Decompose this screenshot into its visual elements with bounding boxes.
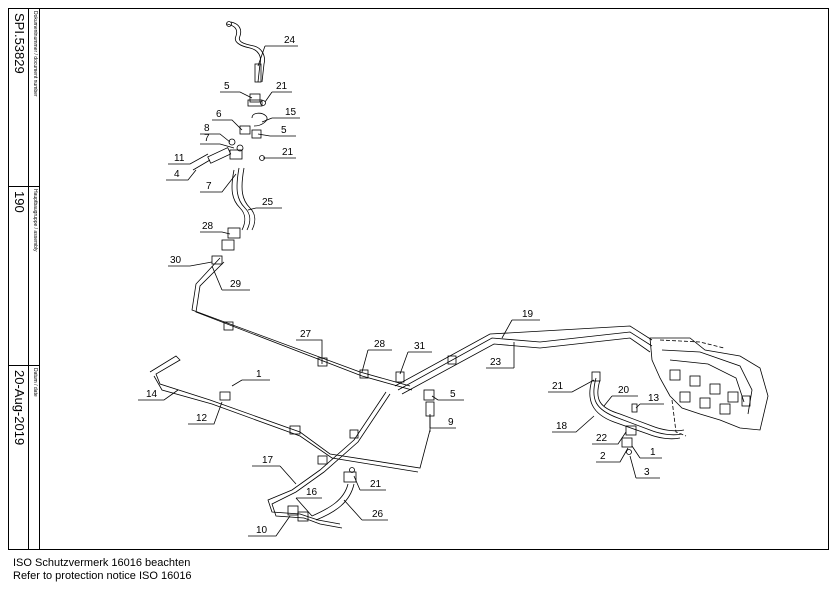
callout-label: 27 xyxy=(300,329,312,340)
callout-label: 11 xyxy=(174,153,185,164)
callout-label: 1 xyxy=(256,369,262,380)
callout-label: 10 xyxy=(256,525,268,536)
callout-label: 3 xyxy=(644,467,650,478)
title-block-separator xyxy=(8,186,40,187)
protection-notice-en: Refer to protection notice ISO 16016 xyxy=(13,570,192,582)
callout-label: 8 xyxy=(204,123,210,134)
callout-label: 12 xyxy=(196,413,208,424)
pipe-main xyxy=(191,255,413,391)
callout-label: 29 xyxy=(230,279,242,290)
date-label: Datum / date xyxy=(32,368,38,397)
callout-label: 28 xyxy=(202,221,214,232)
leaders xyxy=(138,45,664,537)
callout-label: 2 xyxy=(600,451,606,462)
callout-label: 20 xyxy=(618,385,630,396)
pipe-19-23 xyxy=(394,325,653,395)
callout-label: 22 xyxy=(596,433,608,444)
assembly-number: 190 xyxy=(12,191,27,213)
document-number: SPI.53829 xyxy=(12,13,27,74)
callout-label: 5 xyxy=(224,81,230,92)
callout-labels: 24 5 21 15 6 5 8 7 21 11 4 7 25 28 30 29… xyxy=(146,35,660,536)
hose-routing-drawing: 24 5 21 15 6 5 8 7 21 11 4 7 25 28 30 29… xyxy=(138,21,769,537)
title-block-divider xyxy=(28,8,29,550)
drawing-frame xyxy=(8,8,829,550)
callout-label: 26 xyxy=(372,509,384,520)
callout-label: 30 xyxy=(170,255,182,266)
callout-label: 28 xyxy=(374,339,386,350)
hose-18-20 xyxy=(589,371,685,455)
assembly-label: Hauptbaugruppe / assembly xyxy=(32,189,38,252)
protection-notice-de: ISO Schutzvermerk 16016 beachten xyxy=(13,557,191,569)
document-number-label: Dokumentnummer / document number xyxy=(32,11,38,97)
callout-label: 18 xyxy=(556,421,568,432)
pipe-14-12 xyxy=(149,355,431,473)
callout-label: 21 xyxy=(276,81,288,92)
title-block: Dokumentnummer / document number SPI.538… xyxy=(8,8,40,550)
callout-label: 17 xyxy=(262,455,274,466)
callout-label: 24 xyxy=(284,35,296,46)
callout-label: 4 xyxy=(174,169,180,180)
callout-label: 6 xyxy=(216,109,222,120)
pipe-17-16 xyxy=(267,391,391,529)
callout-label: 21 xyxy=(370,479,382,490)
pipe-25 xyxy=(221,167,256,251)
callout-label: 13 xyxy=(648,393,660,404)
assembly-drawing: 24 5 21 15 6 5 8 7 21 11 4 7 25 28 30 29… xyxy=(40,8,829,550)
valve-block xyxy=(649,337,769,437)
callout-label: 23 xyxy=(490,357,502,368)
callout-label: 9 xyxy=(448,417,454,428)
callout-label: 15 xyxy=(285,107,297,118)
callout-label: 16 xyxy=(306,487,318,498)
date-value: 20-Aug-2019 xyxy=(12,370,27,446)
hose-26 xyxy=(311,467,357,521)
fitting-cluster-upper xyxy=(192,93,268,171)
callout-label: 14 xyxy=(146,389,158,400)
title-block-separator xyxy=(8,365,40,366)
callout-label: 19 xyxy=(522,309,534,320)
hose-24 xyxy=(226,21,265,83)
callout-label: 5 xyxy=(281,125,287,136)
callout-label: 1 xyxy=(650,447,656,458)
callout-label: 31 xyxy=(414,341,426,352)
callout-label: 7 xyxy=(204,133,210,144)
callout-label: 25 xyxy=(262,197,274,208)
callout-label: 21 xyxy=(552,381,564,392)
callout-label: 7 xyxy=(206,181,212,192)
callout-label: 21 xyxy=(282,147,294,158)
callout-label: 5 xyxy=(450,389,456,400)
